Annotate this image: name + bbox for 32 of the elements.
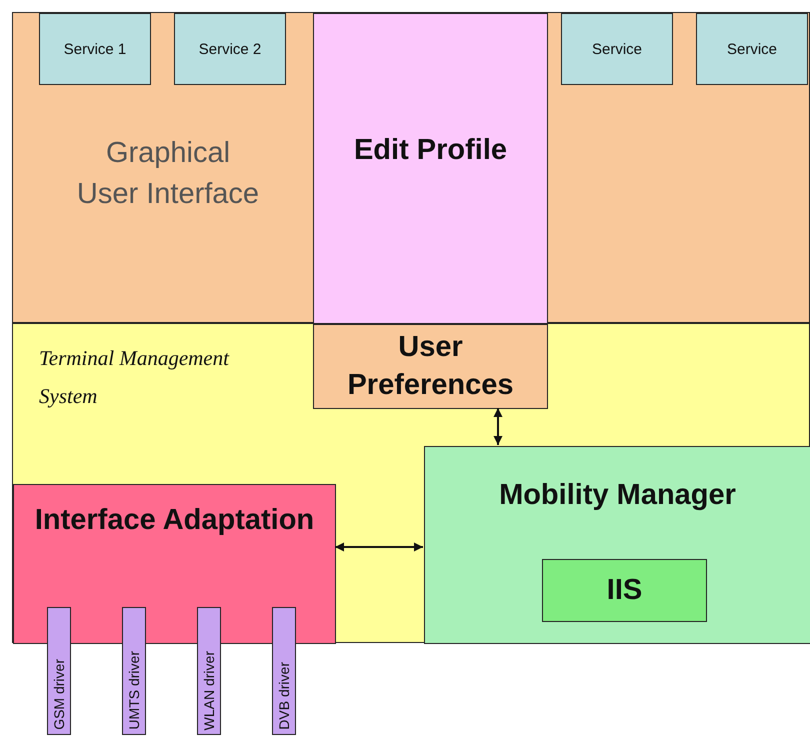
panel	[12, 323, 810, 643]
driver-label: GSM driver	[52, 659, 66, 730]
service-box	[39, 13, 151, 85]
panel	[12, 12, 810, 323]
panel-title: Graphical User Interface	[76, 136, 260, 212]
panel-title: Edit Profile	[352, 133, 508, 168]
driver-box	[122, 607, 146, 735]
driver-box	[272, 607, 296, 735]
service-label: Service 1	[64, 40, 126, 58]
service-box	[561, 13, 673, 85]
module-box	[13, 484, 336, 644]
service-label: Service	[592, 40, 642, 58]
service-label: Service 2	[198, 40, 262, 58]
driver-label: WLAN driver	[202, 650, 216, 730]
driver-box	[197, 607, 221, 735]
panel	[313, 13, 548, 324]
double-arrow	[494, 408, 502, 445]
driver-label: UMTS driver	[127, 651, 141, 730]
driver-label: DVB driver	[277, 662, 291, 730]
service-box	[696, 13, 808, 85]
module-label: IIS	[606, 574, 642, 607]
module-box	[313, 324, 548, 409]
module-label: User Preferences	[346, 330, 515, 402]
service-box	[174, 13, 286, 85]
module-box	[542, 559, 707, 622]
driver-box	[47, 607, 71, 735]
panel-title: Terminal Management System	[39, 345, 229, 410]
double-arrow	[335, 542, 423, 552]
module-label: Mobility Manager	[498, 479, 737, 512]
module-label: Interface Adaptation	[34, 503, 316, 538]
module-box	[424, 446, 810, 644]
service-label: Service	[726, 40, 778, 58]
